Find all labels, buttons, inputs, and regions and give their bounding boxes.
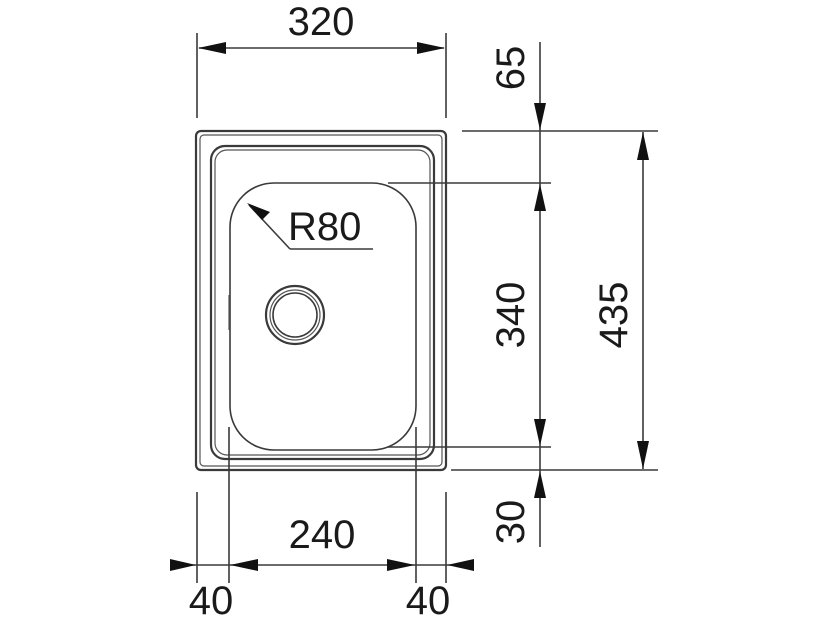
drain-inner (272, 292, 318, 338)
arrow-right-icon (417, 42, 445, 54)
label-right-margin: 40 (406, 579, 451, 620)
drain-mid (269, 289, 321, 341)
arrow-up-icon (637, 132, 649, 160)
arrow-down-icon (637, 441, 649, 469)
arrow-down-icon (534, 103, 546, 130)
arrow-up-icon (534, 184, 546, 211)
extension-lines-right (388, 130, 658, 471)
arrow-down-icon (534, 419, 546, 446)
inner-rim (209, 144, 436, 461)
arrow-up-icon (534, 471, 546, 498)
label-overall-depth: 435 (592, 282, 636, 349)
dimension-bottom: 240 40 40 (170, 427, 474, 620)
label-bowl-width: 240 (289, 513, 356, 557)
radius-arrow-icon (247, 203, 270, 220)
inner-rim-edge (214, 149, 431, 456)
label-overall-width: 320 (288, 0, 355, 44)
dimension-corner-radius: R80 (247, 203, 373, 250)
outer-rim-inner-edge (199, 134, 443, 467)
label-left-margin: 40 (189, 579, 234, 620)
label-corner-radius: R80 (288, 205, 361, 249)
dimension-overall-depth: 435 (592, 132, 649, 469)
dimension-vertical-inner: 65 340 30 (489, 42, 546, 547)
label-bowl-depth: 340 (489, 282, 533, 349)
arrow-left-icon (198, 42, 226, 54)
sink-outline (194, 129, 448, 472)
label-bottom-offset: 30 (489, 500, 533, 545)
label-top-offset: 65 (489, 46, 533, 91)
arrow-left-icon (230, 559, 258, 571)
drain-outer (264, 284, 326, 346)
dimension-overall-width: 320 (196, 0, 447, 118)
bowl-outline (229, 182, 417, 451)
outer-rim (194, 129, 448, 472)
arrow-right-icon (170, 559, 196, 571)
arrow-right-icon (387, 559, 415, 571)
arrow-left-icon (447, 559, 474, 571)
